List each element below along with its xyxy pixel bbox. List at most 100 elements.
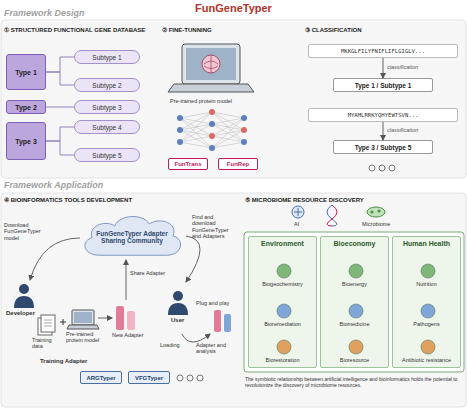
- type-box: Type 3: [6, 122, 46, 160]
- node-item-text: Biomedicine: [321, 321, 388, 327]
- node-item-text: Pathogens: [393, 321, 460, 327]
- node-text: Bioeconomy: [321, 240, 388, 247]
- label-text: Share Adapter: [130, 270, 170, 276]
- resource-column: BioeconomyBioenergyBiomedicineBioresourc…: [320, 236, 389, 368]
- decoration: [72, 310, 94, 325]
- developer-icon: [14, 284, 34, 308]
- decoration: [67, 325, 99, 329]
- subtype-box: Subtype 1: [74, 50, 140, 64]
- neural-network: [180, 112, 244, 148]
- decoration: [182, 334, 210, 342]
- decoration: [186, 48, 236, 80]
- decoration: [378, 210, 381, 213]
- decoration: [180, 112, 212, 148]
- decoration: [30, 238, 80, 280]
- decoration: [177, 375, 183, 381]
- decoration: [241, 127, 247, 133]
- label-text: Microbiome: [362, 221, 402, 227]
- caption-text: The symbiotic relationship between artif…: [245, 376, 464, 388]
- model-tag: FunTrans: [168, 158, 208, 170]
- node-text: Type 3 / Subtype 5: [355, 144, 412, 151]
- node-text: FunTrans: [174, 161, 201, 167]
- decoration: [168, 84, 254, 92]
- tool-box: VFGTyper: [128, 371, 170, 384]
- decoration: [177, 139, 183, 145]
- node-item-text: Biogeochemistry: [249, 281, 316, 287]
- resource-icon-shape: [277, 304, 291, 318]
- label-text: Plug and play: [196, 300, 240, 306]
- node-text: Type 1: [15, 69, 37, 76]
- resource-column: EnvironmentBiogeochemistryBioremediation…: [248, 236, 317, 368]
- subtype-box: Subtype 2: [74, 78, 140, 92]
- training-data-icon: [38, 315, 66, 335]
- resource-icon: [274, 339, 294, 355]
- microbe-icon: [367, 207, 385, 217]
- label-text: Training data: [32, 337, 62, 350]
- label-text: ⑤ MICROBIOME RESOURCE DISCOVERY: [245, 197, 364, 204]
- node-text: Human Health: [393, 240, 460, 247]
- result-box: Type 1 / Subtype 1: [333, 78, 433, 92]
- decoration: [209, 145, 215, 151]
- decoration: [177, 127, 183, 133]
- decoration: [214, 310, 221, 332]
- type-box: Type 1: [6, 54, 46, 90]
- decoration: [116, 306, 124, 330]
- decoration: [367, 207, 385, 217]
- node-text: MYAMLRRKYQHYEWTSVN...: [348, 112, 419, 118]
- new-adapter-icon: [116, 306, 135, 330]
- label-text: Developer: [6, 310, 46, 317]
- decoration: [327, 205, 337, 226]
- sequence-box: MYAMLRRKYQHYEWTSVN...: [308, 108, 458, 122]
- resource-icon: [418, 263, 438, 279]
- sequence-box: MKKGLFILYFNIFLIFLGIGLV...: [308, 44, 458, 58]
- tree-connector: [46, 57, 74, 72]
- decoration: [379, 165, 385, 171]
- resource-icon: [274, 303, 294, 319]
- decoration: [182, 44, 240, 84]
- decoration: [98, 318, 112, 319]
- resource-icon-shape: [421, 264, 435, 278]
- resource-icon-shape: [349, 304, 363, 318]
- label-text: Adapter and analysis: [196, 342, 240, 355]
- tree-connector: [46, 127, 74, 141]
- decoration: [173, 291, 183, 301]
- node-item-text: Biorestoration: [249, 357, 316, 363]
- dna-icon: [327, 205, 337, 226]
- decoration: [168, 303, 188, 315]
- decoration: [389, 165, 395, 171]
- ellipsis-dots: [369, 165, 395, 171]
- decoration: [209, 121, 215, 127]
- label-text: Find and download FunGeneTyper and Adapt…: [192, 214, 238, 239]
- node-item-text: Bioresource: [321, 357, 388, 363]
- decoration: [294, 208, 302, 216]
- decoration: [224, 314, 231, 332]
- tree-connector: [46, 72, 74, 85]
- node-text: VFGTyper: [135, 375, 163, 381]
- decoration: [177, 115, 183, 121]
- decoration: [127, 311, 135, 330]
- node-text: Subtype 4: [92, 124, 121, 131]
- node-item-text: Antibiotic resistance: [393, 357, 460, 363]
- decoration: [41, 315, 55, 332]
- ai-icon: [292, 206, 304, 218]
- model-tag: FunRep: [218, 158, 258, 170]
- edge-label: classification: [387, 127, 418, 133]
- decoration: [371, 211, 374, 214]
- decoration: [209, 133, 215, 139]
- decoration: [44, 320, 52, 326]
- label-text: User: [171, 317, 201, 324]
- resource-icon: [418, 303, 438, 319]
- decoration: [197, 375, 203, 381]
- node-text: ARGTyper: [86, 375, 115, 381]
- tree-connector: [46, 107, 74, 108]
- decoration: [209, 109, 215, 115]
- resource-icon-shape: [277, 340, 291, 354]
- ellipsis-dots: [177, 375, 203, 381]
- subtype-box: Subtype 4: [74, 120, 140, 134]
- node-item-text: Bioenergy: [321, 281, 388, 287]
- loaded-adapters: [214, 310, 231, 332]
- cloud-shape: [85, 217, 181, 256]
- node-text: Subtype 5: [92, 152, 121, 159]
- tool-box: ARGTyper: [80, 371, 122, 384]
